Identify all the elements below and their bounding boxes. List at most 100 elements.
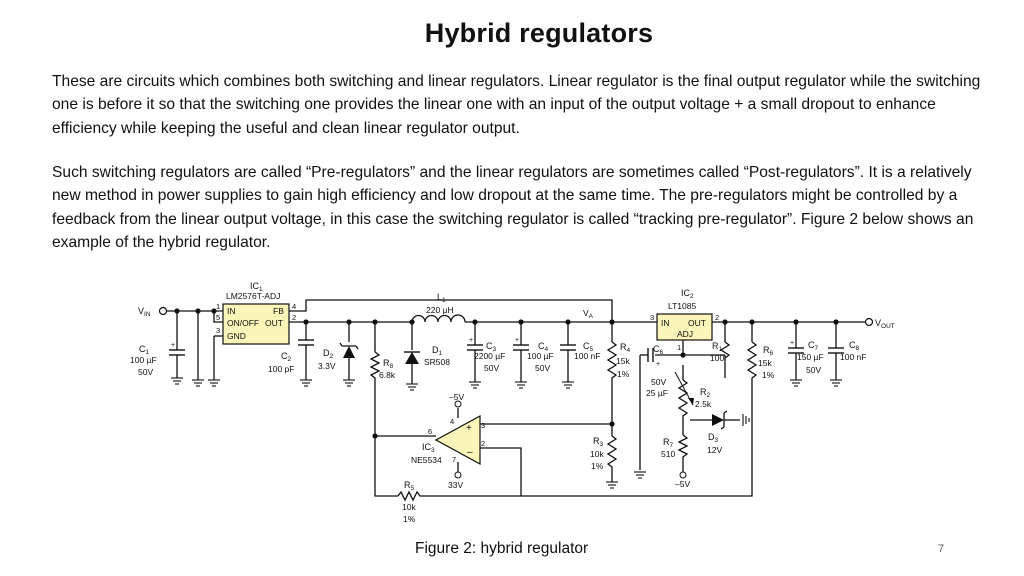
svg-text:2200 µF: 2200 µF xyxy=(474,351,505,361)
svg-text:15k: 15k xyxy=(616,356,630,366)
svg-text:–: – xyxy=(467,447,473,458)
ic2-lt1085: IC2 LT1085 IN OUT ADJ 3 2 1 xyxy=(650,288,719,352)
svg-text:6.8k: 6.8k xyxy=(379,370,396,380)
r5-resistor: R5 10k 1% xyxy=(397,480,422,524)
svg-text:+: + xyxy=(790,340,794,347)
svg-text:220 µH: 220 µH xyxy=(426,305,454,315)
svg-text:+: + xyxy=(515,337,519,344)
l1-inductor: L1 220 µH xyxy=(411,292,466,323)
vin-terminal: VIN xyxy=(138,306,168,318)
svg-text:3.3V: 3.3V xyxy=(318,361,336,371)
svg-text:VIN: VIN xyxy=(138,306,151,318)
svg-text:C6: C6 xyxy=(653,344,664,356)
va-node-label: VA xyxy=(583,308,594,320)
svg-text:3: 3 xyxy=(216,326,220,335)
c6-capacitor: + C6 50V 25 µF xyxy=(633,344,668,479)
c2-capacitor: C2 100 pF xyxy=(268,339,314,387)
svg-text:15k: 15k xyxy=(758,358,772,368)
svg-text:7: 7 xyxy=(452,455,456,464)
svg-text:1%: 1% xyxy=(403,514,416,524)
slide-title: Hybrid regulators xyxy=(424,18,654,48)
svg-text:–5V: –5V xyxy=(675,479,690,489)
c3-capacitor: + C3 2200 µF 50V xyxy=(467,337,505,389)
c1-capacitor: + C1 100 µF 50V xyxy=(130,342,185,385)
svg-text:D3: D3 xyxy=(708,432,719,444)
svg-text:3: 3 xyxy=(481,421,485,430)
svg-text:D1: D1 xyxy=(432,345,443,357)
intro-paragraph: These are circuits which combines both s… xyxy=(52,73,981,137)
ic1-lm2576: IC1 LM2576T-ADJ IN FB ON/OFF OUT GND 1 4… xyxy=(216,281,296,345)
svg-text:IN: IN xyxy=(661,318,670,328)
svg-text:IN: IN xyxy=(227,306,236,316)
svg-text:SR508: SR508 xyxy=(424,357,450,367)
svg-text:50V: 50V xyxy=(138,367,153,377)
c7-capacitor: + C7 150 µF 50V xyxy=(788,340,824,387)
svg-text:R6: R6 xyxy=(763,345,774,357)
pre-regulator-paragraph: Such switching regulators are called “Pr… xyxy=(52,164,974,251)
svg-text:100 pF: 100 pF xyxy=(268,364,294,374)
svg-text:IC3: IC3 xyxy=(422,442,435,454)
svg-text:1%: 1% xyxy=(762,370,775,380)
svg-text:2.5k: 2.5k xyxy=(695,399,712,409)
svg-text:C7: C7 xyxy=(808,340,819,352)
svg-text:1%: 1% xyxy=(591,461,604,471)
svg-text:ADJ: ADJ xyxy=(677,329,693,339)
svg-text:33V: 33V xyxy=(448,480,463,490)
svg-text:VOUT: VOUT xyxy=(875,318,895,330)
svg-text:R7: R7 xyxy=(663,437,674,449)
ic3-ne5534-opamp: + – 3 2 4 6 7 IC3 NE5534 –5V 33V xyxy=(411,392,485,490)
svg-text:FB: FB xyxy=(273,306,284,316)
svg-text:100 nF: 100 nF xyxy=(574,351,600,361)
svg-text:R2: R2 xyxy=(700,387,711,399)
svg-text:50V: 50V xyxy=(484,363,499,373)
svg-text:+: + xyxy=(469,337,473,344)
svg-text:LM2576T-ADJ: LM2576T-ADJ xyxy=(226,291,280,301)
svg-text:D2: D2 xyxy=(323,348,334,360)
d1-diode: D1 SR508 xyxy=(404,345,450,391)
r4-resistor: R4 15k 1% xyxy=(606,341,631,384)
svg-text:25 µF: 25 µF xyxy=(646,388,668,398)
svg-text:C5: C5 xyxy=(583,341,594,353)
r8-resistor: R8 6.8k xyxy=(369,351,396,380)
svg-text:4: 4 xyxy=(450,417,454,426)
svg-text:+: + xyxy=(656,361,660,368)
svg-text:OUT: OUT xyxy=(688,318,706,328)
r2-potentiometer: R2 2.5k xyxy=(674,371,712,418)
junction-dots xyxy=(174,308,839,439)
wire-network xyxy=(167,299,866,497)
svg-text:2: 2 xyxy=(292,313,296,322)
svg-text:50V: 50V xyxy=(806,365,821,375)
svg-text:R8: R8 xyxy=(383,358,394,370)
r7-resistor: R7 510 –5V xyxy=(661,434,690,489)
svg-text:R4: R4 xyxy=(620,342,631,354)
svg-text:150 µF: 150 µF xyxy=(797,352,824,362)
svg-text:C3: C3 xyxy=(486,341,497,353)
svg-text:10k: 10k xyxy=(590,449,604,459)
svg-text:C2: C2 xyxy=(281,351,292,363)
svg-text:R3: R3 xyxy=(593,436,604,448)
d2-zener-diode: D2 3.3V xyxy=(318,342,359,387)
svg-text:100 µF: 100 µF xyxy=(527,351,554,361)
svg-text:+: + xyxy=(171,342,175,349)
svg-text:12V: 12V xyxy=(707,445,722,455)
svg-text:+: + xyxy=(466,423,472,434)
svg-text:–5V: –5V xyxy=(449,392,464,402)
svg-text:3: 3 xyxy=(650,313,654,322)
svg-text:1%: 1% xyxy=(617,369,630,379)
svg-text:C1: C1 xyxy=(139,344,150,356)
svg-text:GND: GND xyxy=(227,331,246,341)
svg-text:1: 1 xyxy=(677,343,681,352)
svg-text:4: 4 xyxy=(292,302,296,311)
c8-capacitor: C8 100 nF xyxy=(828,340,866,387)
svg-text:100 nF: 100 nF xyxy=(840,352,866,362)
svg-text:2: 2 xyxy=(715,313,719,322)
svg-text:100: 100 xyxy=(710,353,724,363)
svg-text:100 µF: 100 µF xyxy=(130,355,157,365)
r6-resistor: R6 15k 1% xyxy=(746,341,775,382)
svg-text:ON/OFF: ON/OFF xyxy=(227,318,259,328)
svg-text:R1: R1 xyxy=(712,341,723,353)
svg-text:C8: C8 xyxy=(849,340,860,352)
vout-terminal: VOUT xyxy=(864,317,895,330)
svg-text:6: 6 xyxy=(428,427,432,436)
